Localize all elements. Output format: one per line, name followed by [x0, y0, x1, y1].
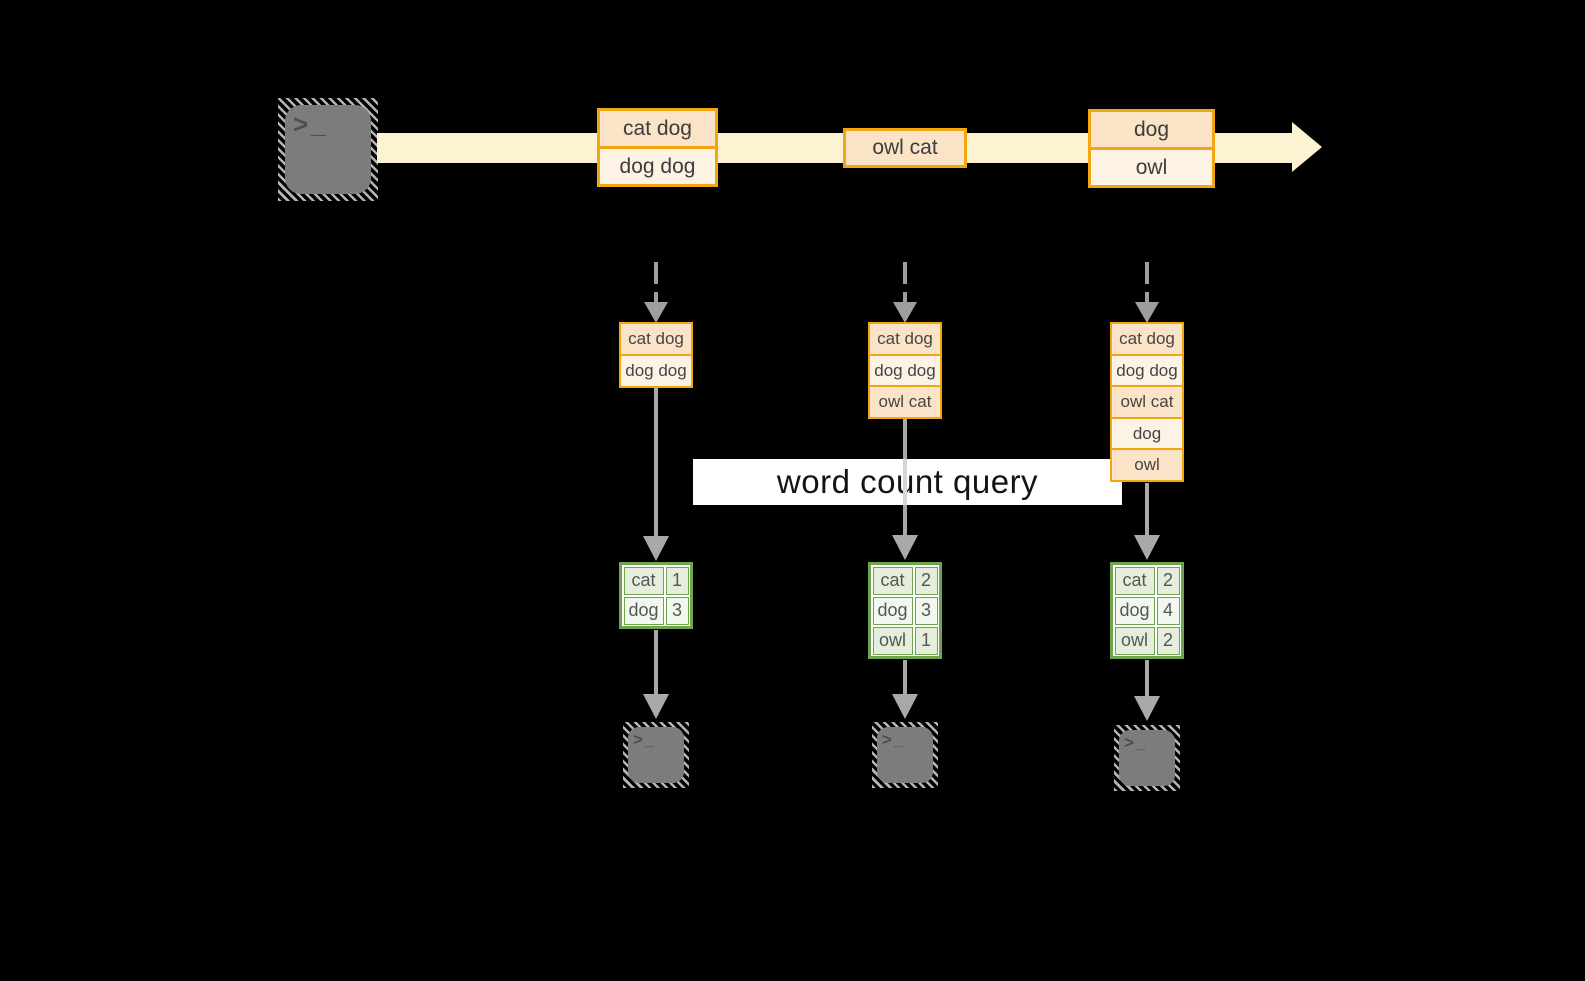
terminal-body: [285, 105, 371, 194]
count-cell: 1: [665, 566, 689, 595]
count-cell: 2: [1156, 626, 1180, 655]
word-cell: owl: [1114, 626, 1155, 655]
word-cell: cat: [872, 566, 913, 595]
result-row: cat 2: [1114, 566, 1180, 595]
batch-record: dog dog: [600, 146, 715, 184]
result-row: owl 2: [1114, 626, 1180, 655]
result-row: cat 1: [623, 566, 689, 595]
word-cell: owl: [872, 626, 913, 655]
query-label: word count query: [693, 459, 1122, 505]
input-record: cat dog: [868, 322, 942, 356]
input-table-3: cat dog dog dog owl cat dog owl: [1110, 322, 1184, 482]
input-record: dog dog: [868, 353, 942, 388]
result-row: cat 2: [872, 566, 938, 595]
terminal-prompt-icon: >_: [1124, 733, 1148, 752]
query-arrow-overlay: [903, 459, 907, 505]
input-record: dog: [1110, 416, 1184, 451]
input-table-1: cat dog dog dog: [619, 322, 693, 388]
terminal-body: [877, 727, 933, 783]
stream-batch-3: dog owl: [1088, 109, 1215, 188]
result-table-3: cat 2 dog 4 owl 2: [1110, 562, 1184, 659]
count-cell: 3: [665, 596, 689, 625]
batch-record: owl cat: [846, 131, 964, 165]
input-record: cat dog: [1110, 322, 1184, 356]
input-record: dog dog: [1110, 353, 1184, 388]
batch-record: cat dog: [600, 111, 715, 146]
stream-batch-1: cat dog dog dog: [597, 108, 718, 187]
batch-record: owl: [1091, 147, 1212, 185]
count-cell: 3: [914, 596, 938, 625]
result-row: dog 4: [1114, 596, 1180, 625]
trigger-arrow-1: [644, 262, 668, 323]
word-cell: cat: [623, 566, 664, 595]
source-terminal-icon: >_: [278, 98, 378, 201]
input-table-2: cat dog dog dog owl cat: [868, 322, 942, 419]
trigger-arrow-3: [1135, 262, 1159, 323]
result-row: dog 3: [623, 596, 689, 625]
count-cell: 2: [1156, 566, 1180, 595]
word-cell: cat: [1114, 566, 1155, 595]
stream-arrowhead: [1292, 122, 1322, 172]
count-cell: 1: [914, 626, 938, 655]
input-record: cat dog: [619, 322, 693, 356]
terminal-prompt-icon: >_: [633, 730, 657, 749]
trigger-arrow-2: [893, 262, 917, 323]
result-table-1: cat 1 dog 3: [619, 562, 693, 629]
terminal-prompt-icon: >_: [293, 109, 329, 139]
result-row: owl 1: [872, 626, 938, 655]
count-cell: 2: [914, 566, 938, 595]
word-cell: dog: [1114, 596, 1155, 625]
result-row: dog 3: [872, 596, 938, 625]
result-table-2: cat 2 dog 3 owl 1: [868, 562, 942, 659]
terminal-body: [628, 727, 684, 783]
output-arrow-1: [643, 630, 669, 719]
stream-batch-2: owl cat: [843, 128, 967, 168]
batch-record: dog: [1091, 112, 1212, 147]
input-record: dog dog: [619, 353, 693, 388]
count-cell: 4: [1156, 596, 1180, 625]
output-arrow-2: [892, 660, 918, 719]
query-arrow-3: [1134, 483, 1160, 560]
terminal-body: [1119, 730, 1175, 786]
sink-terminal-icon-3: >_: [1114, 725, 1180, 791]
word-cell: dog: [623, 596, 664, 625]
query-arrow-1: [643, 386, 669, 561]
sink-terminal-icon-1: >_: [623, 722, 689, 788]
input-record: owl cat: [1110, 385, 1184, 419]
output-arrow-3: [1134, 660, 1160, 721]
word-cell: dog: [872, 596, 913, 625]
input-record: owl: [1110, 448, 1184, 482]
input-record: owl cat: [868, 385, 942, 419]
sink-terminal-icon-2: >_: [872, 722, 938, 788]
terminal-prompt-icon: >_: [882, 730, 906, 749]
